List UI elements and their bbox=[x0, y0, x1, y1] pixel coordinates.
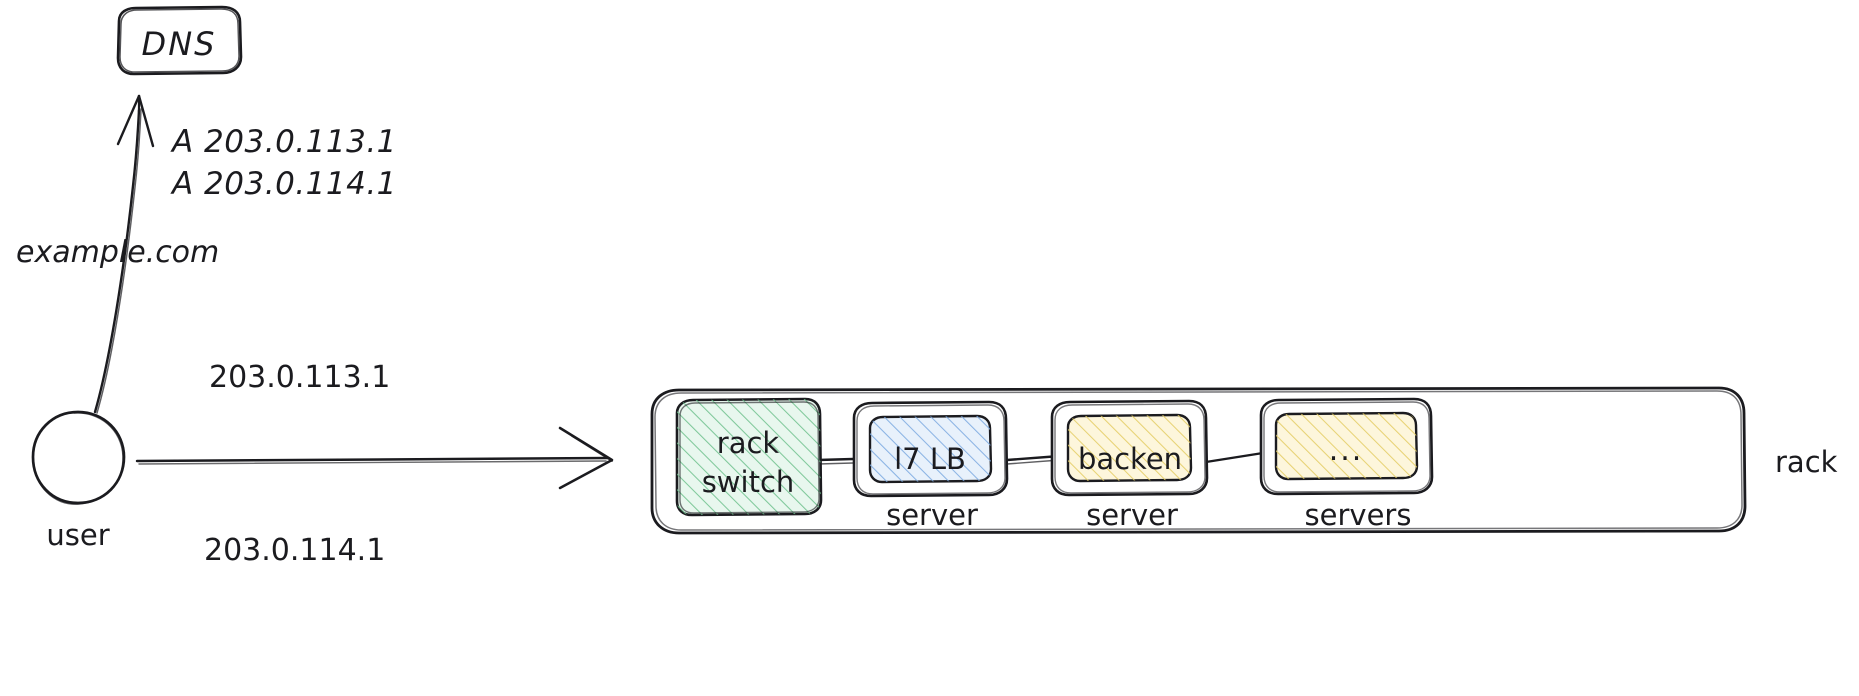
rack-node-more-servers-label: ... bbox=[1329, 433, 1364, 468]
rack-node-backend-caption: server bbox=[1086, 498, 1178, 532]
user-node[interactable]: user bbox=[31, 410, 126, 552]
rack-node-backend[interactable]: backen server bbox=[1050, 399, 1209, 532]
dns-records: A 203.0.113.1 A 203.0.114.1 bbox=[170, 124, 397, 202]
rack-node-more-servers[interactable]: ... servers bbox=[1259, 397, 1434, 532]
traffic-arrow bbox=[135, 426, 614, 490]
traffic-label-top: 203.0.113.1 bbox=[209, 360, 390, 395]
user-label: user bbox=[46, 518, 109, 552]
dns-query-arrow bbox=[93, 94, 155, 414]
rack-node-l7-lb[interactable]: l7 LB server bbox=[852, 400, 1009, 532]
dns-record-1: A 203.0.114.1 bbox=[170, 166, 397, 202]
dns-node[interactable]: DNS bbox=[116, 5, 243, 76]
dns-record-0: A 203.0.113.1 bbox=[170, 124, 397, 160]
rack-node-l7-lb-caption: server bbox=[886, 498, 978, 532]
rack-label: rack bbox=[1775, 445, 1838, 479]
rack-node-rack-switch-label-line1: rack bbox=[717, 426, 780, 460]
rack-node-rack-switch-label-line2: switch bbox=[702, 465, 795, 499]
rack-node-more-servers-caption: servers bbox=[1305, 498, 1412, 532]
traffic-label-bottom: 203.0.114.1 bbox=[204, 533, 385, 568]
query-label: example.com bbox=[16, 235, 219, 270]
rack-internal-connectors bbox=[816, 451, 1265, 465]
rack-node-backend-label: backen bbox=[1078, 442, 1182, 476]
rack-node-l7-lb-label: l7 LB bbox=[894, 442, 966, 476]
dns-label: DNS bbox=[142, 25, 217, 63]
rack-node-rack-switch[interactable]: rack switch bbox=[675, 397, 823, 517]
